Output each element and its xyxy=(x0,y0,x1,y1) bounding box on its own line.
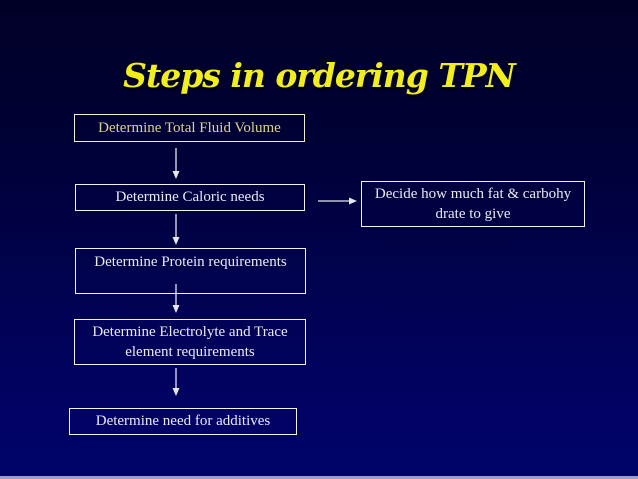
arrow-down-icon xyxy=(172,214,180,245)
flow-step-caloric-needs: Determine Caloric needs xyxy=(75,184,305,211)
slide-bottom-edge xyxy=(0,476,638,479)
arrow-down-icon xyxy=(172,368,180,396)
flow-step-protein-requirements: Determine Protein requirements xyxy=(75,248,306,294)
flow-branch-fat-carbohydrate: Decide how much fat & carbohy drate to g… xyxy=(361,181,585,227)
slide-title: Steps in ordering TPN xyxy=(123,56,516,95)
flow-step-need-for-additives: Determine need for additives xyxy=(69,408,297,435)
arrow-right-icon xyxy=(318,197,357,205)
flow-step-electrolyte-trace-requirements: Determine Electrolyte and Trace element … xyxy=(74,319,306,365)
arrow-down-icon xyxy=(172,148,180,179)
flow-step-total-fluid-volume: Determine Total Fluid Volume xyxy=(74,114,305,142)
arrow-down-icon xyxy=(172,284,180,313)
